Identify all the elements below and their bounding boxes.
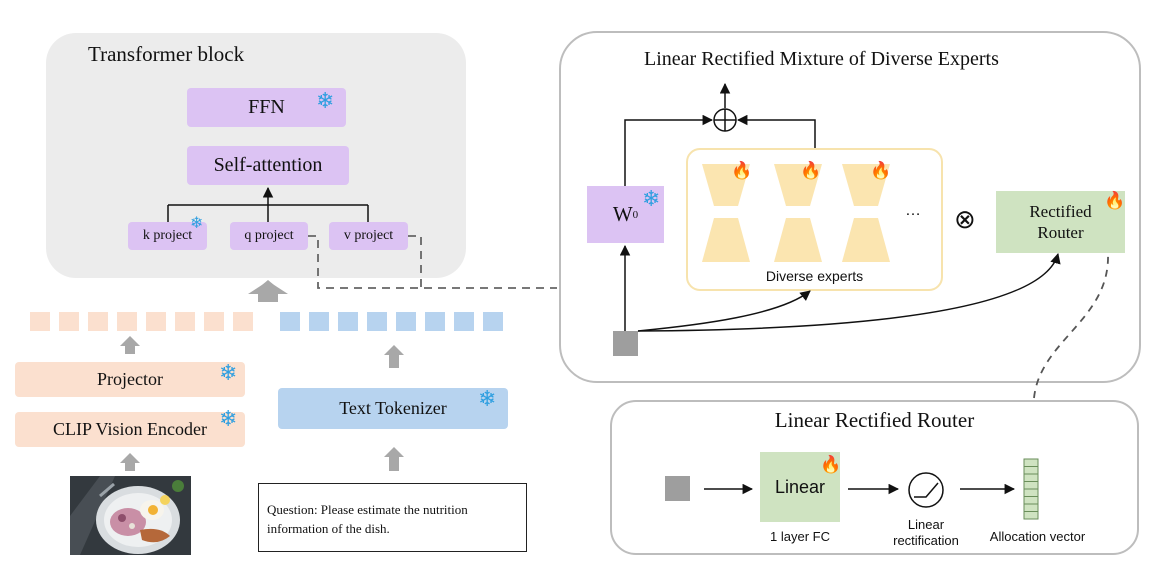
image-token xyxy=(233,312,253,331)
text-token xyxy=(425,312,445,331)
projector-box: Projector xyxy=(15,362,245,397)
experts-ellipsis: … xyxy=(905,202,921,219)
text-token xyxy=(396,312,416,331)
router-panel xyxy=(610,400,1139,555)
multiply-icon: ⊗ xyxy=(954,204,976,234)
snowflake-icon: ❄ xyxy=(190,215,204,232)
image-token xyxy=(204,312,224,331)
image-token xyxy=(117,312,137,331)
snowflake-icon: ❄ xyxy=(642,186,661,211)
fire-icon: 🔥 xyxy=(1104,191,1126,210)
rectified-router-box: Rectified Router xyxy=(996,191,1125,253)
text-token xyxy=(309,312,329,331)
image-token xyxy=(59,312,79,331)
q-project-box: q project xyxy=(230,222,308,250)
food-dish-image xyxy=(70,476,191,555)
linear-label: Linear xyxy=(774,476,826,497)
snowflake-icon: ❄ xyxy=(219,406,238,431)
text-token xyxy=(454,312,474,331)
text-tokenizer-label: Text Tokenizer xyxy=(339,398,447,418)
allocation-vector-label: Allocation vector xyxy=(989,529,1086,544)
v-project-box: v project xyxy=(329,222,408,250)
text-token xyxy=(367,312,387,331)
expert-encoder-shape xyxy=(842,164,890,206)
mixture-title: Linear Rectified Mixture of Diverse Expe… xyxy=(644,48,999,70)
projector-label: Projector xyxy=(97,369,163,389)
transformer-block-title: Transformer block xyxy=(88,42,245,66)
fire-icon: 🔥 xyxy=(800,161,822,180)
fire-icon: 🔥 xyxy=(870,161,892,180)
text-token-row xyxy=(280,312,503,331)
expert-decoder-shape xyxy=(774,218,822,262)
snowflake-icon: ❄ xyxy=(219,360,238,385)
k-project-box: k project xyxy=(128,222,207,250)
expert-decoder-shape xyxy=(842,218,890,262)
image-token xyxy=(30,312,50,331)
fire-icon: 🔥 xyxy=(731,161,753,180)
router-input-square xyxy=(665,476,690,501)
image-token-row xyxy=(30,312,253,331)
up-arrow-icon xyxy=(256,280,280,302)
text-token xyxy=(483,312,503,331)
image-token xyxy=(175,312,195,331)
self-attention-label: Self-attention xyxy=(213,154,323,176)
ffn-box: FFN xyxy=(187,88,346,127)
v-project-label: v project xyxy=(343,228,394,243)
expert-shapes xyxy=(702,164,890,262)
w0-subscript: 0 xyxy=(632,208,639,221)
text-token xyxy=(338,312,358,331)
w0-label: W xyxy=(612,202,633,226)
rectification-label-line2: rectification xyxy=(893,533,959,548)
rectification-label: Linear rectification xyxy=(876,517,976,549)
image-token xyxy=(88,312,108,331)
question-box: Question: Please estimate the nutrition … xyxy=(258,483,527,552)
rectified-router-label: Rectified Router xyxy=(1029,202,1092,242)
k-project-label: k project xyxy=(142,228,193,243)
ffn-label: FFN xyxy=(248,96,285,118)
clip-encoder-box: CLIP Vision Encoder xyxy=(15,412,245,447)
expert-encoder-shape xyxy=(702,164,750,206)
snowflake-icon: ❄ xyxy=(478,386,497,411)
expert-encoder-shape xyxy=(774,164,822,206)
text-tokenizer-box: Text Tokenizer xyxy=(278,388,508,429)
snowflake-icon: ❄ xyxy=(316,88,335,113)
linear-box: Linear xyxy=(760,452,840,522)
expert-decoder-shape xyxy=(702,218,750,262)
fc-label: 1 layer FC xyxy=(770,529,830,544)
fire-icon: 🔥 xyxy=(820,455,842,474)
image-token xyxy=(146,312,166,331)
rectification-label-line1: Linear xyxy=(907,517,945,532)
clip-encoder-label: CLIP Vision Encoder xyxy=(53,419,207,439)
text-token xyxy=(280,312,300,331)
linear-rectification-icon xyxy=(908,472,944,508)
router-panel-title: Linear Rectified Router xyxy=(774,408,975,432)
input-token-square xyxy=(613,331,638,356)
diverse-experts-label: Diverse experts xyxy=(765,268,864,284)
self-attention-box: Self-attention xyxy=(187,146,349,185)
q-project-label: q project xyxy=(244,228,294,243)
allocation-vector-icon xyxy=(1023,458,1039,520)
